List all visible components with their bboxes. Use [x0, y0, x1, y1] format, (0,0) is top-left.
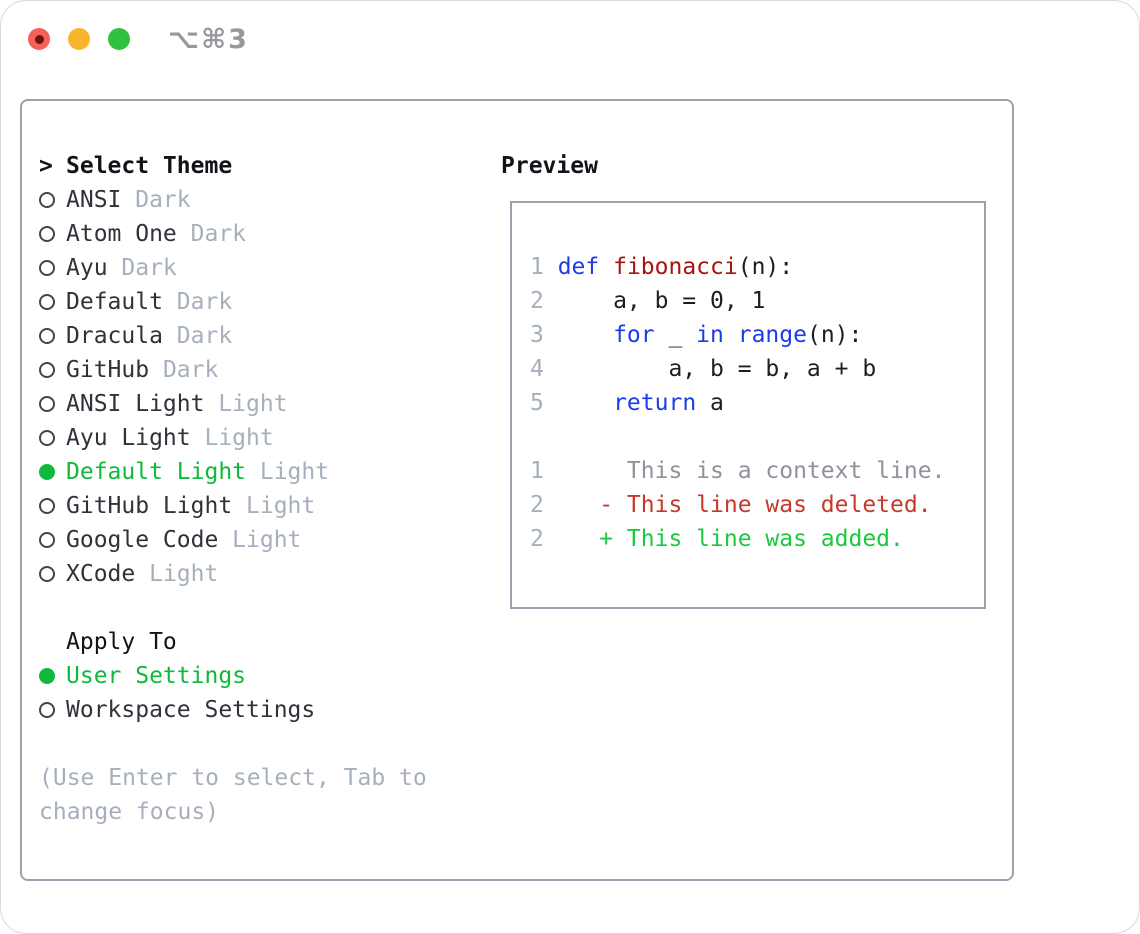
theme-name: Ayu Light [66, 425, 191, 451]
diff-line-added: 2 + This line was added. [530, 522, 970, 556]
theme-option-xcode[interactable]: XCode Light [39, 557, 483, 591]
line-number: 3 [530, 322, 544, 348]
theme-variant: Light [259, 459, 330, 485]
theme-variant: Dark [176, 289, 233, 315]
radio-selected-icon [39, 464, 55, 480]
line-number: 4 [530, 356, 544, 382]
theme-variant: Dark [162, 357, 219, 383]
code-line: 2 a, b = 0, 1 [530, 284, 970, 318]
apply-option-workspace-settings[interactable]: Workspace Settings [39, 693, 483, 727]
theme-option-default-light[interactable]: Default Light Light [39, 455, 483, 489]
apply-option-label: Workspace Settings [66, 697, 316, 723]
radio-icon [39, 702, 55, 718]
theme-option-ayu-light[interactable]: Ayu Light Light [39, 421, 483, 455]
theme-variant: Dark [135, 187, 191, 213]
theme-variant: Light [246, 493, 316, 519]
spacer [39, 591, 483, 625]
theme-name: ANSI [66, 187, 122, 213]
theme-option-default[interactable]: Default Dark [39, 285, 483, 319]
theme-variant: Dark [190, 221, 247, 247]
blank-line [530, 420, 970, 454]
radio-icon [39, 328, 55, 344]
apply-to-title: Apply To [66, 629, 177, 655]
line-number: 5 [530, 390, 544, 416]
theme-variant: Light [204, 425, 274, 451]
theme-option-atom-one[interactable]: Atom One Dark [39, 217, 483, 251]
select-theme-header-row: > Select Theme [39, 149, 483, 183]
keyboard-hint: (Use Enter to select, Tab to change focu… [39, 765, 427, 825]
line-number: 2 [530, 526, 544, 552]
radio-selected-icon [39, 668, 55, 684]
theme-option-dracula[interactable]: Dracula Dark [39, 319, 483, 353]
radio-icon [39, 226, 55, 242]
theme-variant: Light [232, 527, 302, 553]
line-number: 2 [530, 492, 544, 518]
radio-icon [39, 566, 55, 582]
theme-option-github[interactable]: GitHub Dark [39, 353, 483, 387]
theme-variant: Light [149, 561, 219, 587]
theme-option-ansi[interactable]: ANSI Dark [39, 183, 483, 217]
theme-name: GitHub [66, 357, 150, 383]
radio-icon [39, 362, 55, 378]
cursor-icon: > [39, 153, 53, 179]
minimize-button-icon[interactable] [68, 28, 90, 50]
theme-name: ANSI Light [66, 391, 205, 417]
code-line: 3 for _ in range(n): [530, 318, 970, 352]
theme-name: GitHub Light [66, 493, 233, 519]
radio-icon [39, 430, 55, 446]
window-title: ⌥⌘3 [168, 24, 249, 55]
theme-option-ayu[interactable]: Ayu Dark [39, 251, 483, 285]
preview-title: Preview [501, 153, 598, 179]
theme-variant: Light [218, 391, 288, 417]
line-number: 2 [530, 288, 544, 314]
radio-icon [39, 294, 55, 310]
diff-line-deleted: 2 - This line was deleted. [530, 488, 970, 522]
theme-variant: Dark [121, 255, 177, 281]
theme-name: Dracula [66, 323, 163, 349]
theme-name: XCode [66, 561, 136, 587]
theme-name: Default [66, 289, 163, 315]
apply-option-user-settings[interactable]: User Settings [39, 659, 483, 693]
theme-variant: Dark [176, 323, 233, 349]
radio-icon [39, 192, 55, 208]
code-line: 5 return a [530, 386, 970, 420]
radio-icon [39, 260, 55, 276]
line-number: 1 [530, 254, 544, 280]
theme-option-ansi-light[interactable]: ANSI Light Light [39, 387, 483, 421]
theme-name: Google Code [66, 527, 219, 553]
radio-icon [39, 498, 55, 514]
apply-option-label: User Settings [66, 663, 247, 689]
theme-name: Default Light [66, 459, 247, 485]
select-theme-title: Select Theme [66, 153, 233, 179]
radio-icon [39, 532, 55, 548]
line-number: 1 [530, 458, 544, 484]
close-button-icon[interactable] [28, 28, 50, 50]
apply-to-header-row: Apply To [39, 625, 483, 659]
theme-option-github-light[interactable]: GitHub Light Light [39, 489, 483, 523]
diff-block: 1 This is a context line.2 - This line w… [530, 454, 970, 556]
theme-name: Atom One [66, 221, 177, 247]
traffic-lights [28, 28, 130, 50]
theme-name: Ayu [66, 255, 108, 281]
theme-option-google-code[interactable]: Google Code Light [39, 523, 483, 557]
zoom-button-icon[interactable] [108, 28, 130, 50]
spacer [39, 727, 483, 761]
radio-icon [39, 396, 55, 412]
diff-line-context: 1 This is a context line. [530, 454, 970, 488]
code-line: 4 a, b = b, a + b [530, 352, 970, 386]
